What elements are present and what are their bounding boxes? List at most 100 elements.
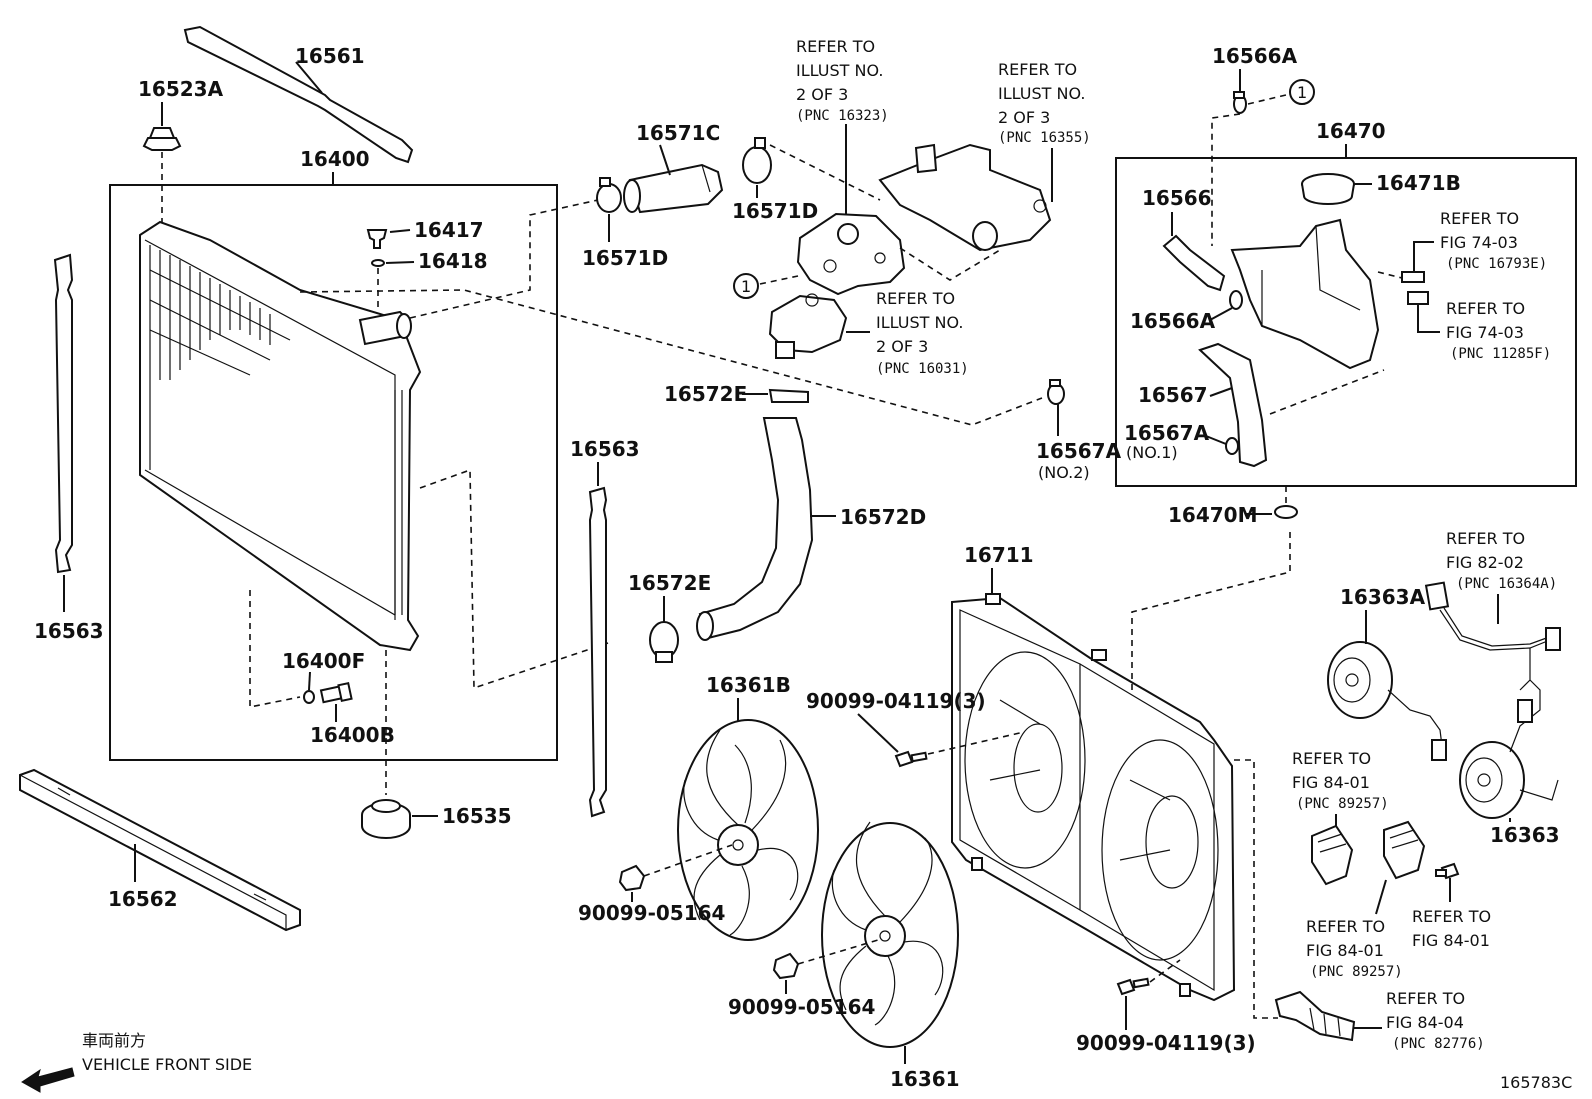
svg-text:2 OF 3: 2 OF 3: [876, 337, 928, 356]
drain-gasket[interactable]: [371, 259, 385, 267]
svg-text:FIG 84-04: FIG 84-04: [1386, 1013, 1464, 1032]
refer-16364A: REFER TO FIG 82-02 (PNC 16364A): [1446, 529, 1557, 592]
fan-nut-left[interactable]: [618, 864, 646, 892]
label-16563-mid: 16563: [570, 437, 640, 461]
label-16572E-top: 16572E: [664, 382, 747, 406]
label-16361: 16361: [890, 1067, 960, 1091]
svg-text:REFER TO: REFER TO: [1446, 529, 1525, 548]
label-90099-05164-a: 90099-05164: [578, 901, 725, 925]
label-16561: 16561: [295, 44, 365, 68]
svg-text:ILLUST NO.: ILLUST NO.: [796, 61, 883, 80]
label-16567A: 16567A: [1124, 421, 1210, 445]
svg-text:REFER TO: REFER TO: [998, 60, 1077, 79]
water-outlet-housing[interactable]: [878, 143, 1052, 252]
upper-hose-clamp-left[interactable]: [596, 177, 622, 213]
label-16567A-no2: (NO.2): [1038, 463, 1090, 482]
label-16562: 16562: [108, 887, 178, 911]
radiator-core[interactable]: [139, 220, 422, 652]
fan-wire-harness[interactable]: [1424, 581, 1561, 691]
label-16566A-top: 16566A: [1212, 44, 1298, 68]
svg-text:REFER TO: REFER TO: [1440, 209, 1519, 228]
fan-shroud[interactable]: [951, 593, 1236, 1002]
upper-radiator-hose[interactable]: [623, 163, 724, 214]
fan-relay-left[interactable]: [1311, 824, 1354, 886]
label-16572D: 16572D: [840, 505, 926, 529]
drain-plug[interactable]: [319, 681, 353, 704]
thermostat[interactable]: [768, 293, 848, 359]
svg-text:REFER TO: REFER TO: [796, 37, 875, 56]
vehicle-front-indicator: 車両前方 VEHICLE FRONT SIDE: [21, 1031, 252, 1093]
label-16470: 16470: [1316, 119, 1386, 143]
svg-text:REFER TO: REFER TO: [1306, 917, 1385, 936]
lower-hose-clamp-bottom[interactable]: [649, 621, 679, 663]
radiator-cap[interactable]: [142, 127, 182, 151]
reservoir-outlet-clamp-no2[interactable]: [1047, 379, 1065, 405]
label-16535: 16535: [442, 804, 512, 828]
refer-16323: REFER TO ILLUST NO. 2 OF 3 (PNC 16323): [796, 37, 889, 124]
refer-84-01: REFER TO FIG 84-01: [1412, 907, 1491, 950]
svg-text:FIG 84-01: FIG 84-01: [1412, 931, 1490, 950]
svg-text:(PNC 11285F): (PNC 11285F): [1450, 346, 1551, 362]
svg-text:1: 1: [1297, 83, 1307, 102]
radiator-upper-support[interactable]: [183, 25, 414, 164]
vehicle-front-en: VEHICLE FRONT SIDE: [82, 1055, 252, 1074]
refer-16793E: REFER TO FIG 74-03 (PNC 16793E): [1440, 209, 1547, 272]
label-16400F: 16400F: [282, 649, 365, 673]
reservoir-tank[interactable]: [1230, 218, 1380, 370]
refer-82776: REFER TO FIG 84-04 (PNC 82776): [1386, 989, 1485, 1052]
cooling-fan-left[interactable]: [677, 719, 819, 941]
fan-motor-right[interactable]: [1459, 679, 1559, 819]
label-16523A: 16523A: [138, 77, 224, 101]
cooling-fan-right[interactable]: [821, 821, 959, 1048]
shroud-bolt-lower[interactable]: [1116, 977, 1150, 996]
reservoir-grommet[interactable]: [1274, 505, 1298, 519]
label-16571D-a: 16571D: [582, 246, 668, 270]
label-16470M: 16470M: [1168, 503, 1257, 527]
wiring-protector[interactable]: [1274, 990, 1356, 1042]
reservoir-label-plate[interactable]: [1401, 271, 1425, 283]
lower-hose-clamp-top[interactable]: [768, 388, 809, 403]
fan-motor-left[interactable]: [1327, 641, 1447, 761]
label-16471B: 16471B: [1376, 171, 1461, 195]
fan-relay-right[interactable]: [1383, 820, 1426, 880]
label-16400: 16400: [300, 147, 370, 171]
shroud-bolt-upper[interactable]: [894, 750, 928, 768]
reservoir-outlet-clamp-no1[interactable]: [1225, 437, 1239, 455]
relay-bolt[interactable]: [1435, 862, 1460, 880]
label-16567A-2: 16567A: [1036, 439, 1122, 463]
reservoir-cap[interactable]: [1301, 173, 1355, 205]
label-16418: 16418: [418, 249, 488, 273]
svg-text:FIG 84-01: FIG 84-01: [1292, 773, 1370, 792]
svg-text:REFER TO: REFER TO: [876, 289, 955, 308]
label-90099-05164-b: 90099-05164: [728, 995, 875, 1019]
drain-plug-oring[interactable]: [303, 690, 315, 704]
upper-hose-clamp-right[interactable]: [742, 137, 772, 184]
svg-text:1: 1: [741, 277, 751, 296]
label-16567: 16567: [1138, 383, 1208, 407]
svg-text:(PNC 89257): (PNC 89257): [1296, 796, 1389, 812]
svg-text:FIG 84-01: FIG 84-01: [1306, 941, 1384, 960]
drain-cock[interactable]: [366, 229, 388, 249]
label-16400B: 16400B: [310, 723, 395, 747]
radiator-lower-support[interactable]: [19, 768, 301, 932]
radiator-lower-cushion[interactable]: [361, 799, 411, 839]
refer-11285F: REFER TO FIG 74-03 (PNC 11285F): [1446, 299, 1551, 362]
refer-89257-b: REFER TO FIG 84-01 (PNC 89257): [1306, 917, 1403, 980]
svg-text:REFER TO: REFER TO: [1292, 749, 1371, 768]
reservoir-inlet-hose[interactable]: [1162, 234, 1226, 292]
svg-text:FIG 82-02: FIG 82-02: [1446, 553, 1524, 572]
reservoir-outlet-hose[interactable]: [1198, 342, 1268, 468]
refer-89257-a: REFER TO FIG 84-01 (PNC 89257): [1292, 749, 1389, 812]
water-inlet-housing[interactable]: [796, 212, 906, 296]
reservoir-hose-clamp-mid[interactable]: [1229, 290, 1243, 310]
reservoir-hose-clamp-top[interactable]: [1233, 91, 1247, 114]
reservoir-caution-plate[interactable]: [1407, 291, 1429, 305]
radiator-side-seal-right[interactable]: [588, 486, 608, 818]
svg-text:(PNC 82776): (PNC 82776): [1392, 1036, 1485, 1052]
svg-text:(PNC 16793E): (PNC 16793E): [1446, 256, 1547, 272]
fan-nut-right[interactable]: [772, 952, 800, 980]
svg-text:(PNC 16364A): (PNC 16364A): [1456, 576, 1557, 592]
lower-radiator-hose[interactable]: [696, 417, 814, 641]
radiator-side-seal-left[interactable]: [53, 253, 74, 574]
